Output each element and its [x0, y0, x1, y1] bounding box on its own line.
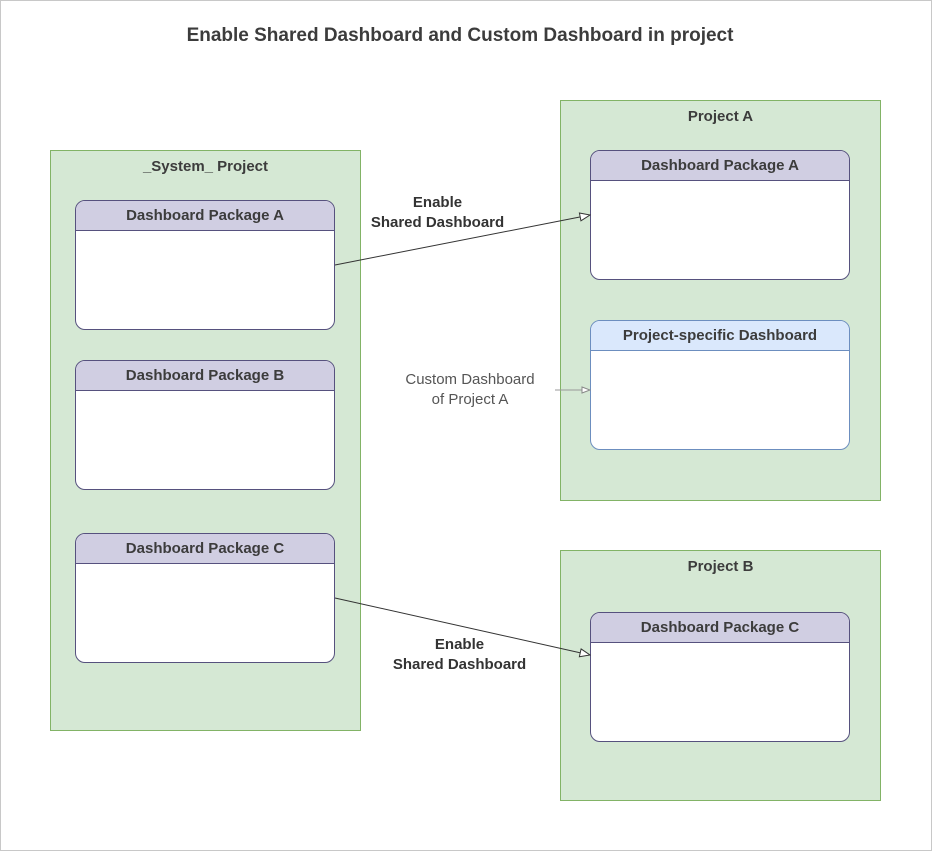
- label-line: Shared Dashboard: [370, 214, 505, 231]
- project-b-package-c[interactable]: Dashboard Package C: [590, 612, 850, 742]
- diagram-title: Enable Shared Dashboard and Custom Dashb…: [186, 25, 734, 46]
- system-package-b[interactable]: Dashboard Package B: [75, 360, 335, 490]
- shared-label-b: Enable Shared Dashboard: [372, 635, 547, 675]
- label-line: Shared Dashboard: [392, 656, 527, 673]
- project-a-label: Project A: [687, 108, 754, 125]
- shared-arrow-b[interactable]: [334, 597, 590, 655]
- shared-label-a: Enable Shared Dashboard: [350, 193, 525, 233]
- project-specific-dashboard[interactable]: Project-specific Dashboard: [590, 320, 850, 450]
- label-line: Enable: [434, 636, 485, 653]
- package-header: Project-specific Dashboard: [591, 321, 849, 351]
- system-project-label: _System_ Project: [142, 158, 269, 175]
- label-line: of Project A: [431, 391, 509, 408]
- label-line: Custom Dashboard: [405, 371, 535, 388]
- label-line: Enable: [412, 194, 463, 211]
- project-a-package-a[interactable]: Dashboard Package A: [590, 150, 850, 280]
- package-header: Dashboard Package C: [76, 534, 334, 564]
- system-package-c[interactable]: Dashboard Package C: [75, 533, 335, 663]
- shared-arrow-a[interactable]: [334, 215, 590, 266]
- package-header: Dashboard Package C: [591, 613, 849, 643]
- project-b-label: Project B: [687, 558, 754, 575]
- custom-label: Custom Dashboard of Project A: [385, 370, 555, 410]
- package-header: Dashboard Package B: [76, 361, 334, 391]
- package-header: Dashboard Package A: [591, 151, 849, 181]
- package-header: Dashboard Package A: [76, 201, 334, 231]
- system-package-a[interactable]: Dashboard Package A: [75, 200, 335, 330]
